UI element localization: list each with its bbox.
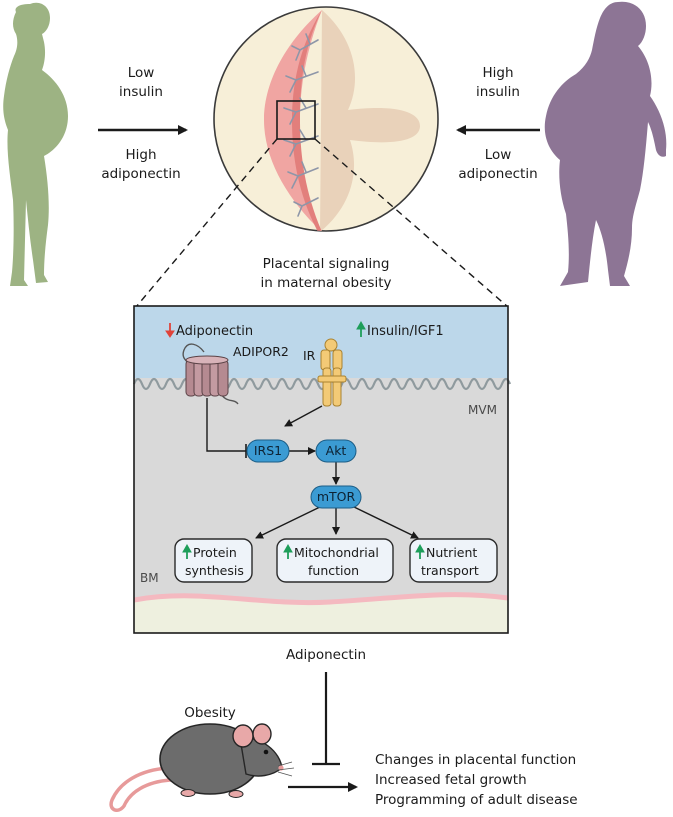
irs1-label: IRS1 [254,443,282,458]
mtor-to-protein-arrow [255,505,323,539]
adipor2-label: ADIPOR2 [233,344,289,359]
left-adiponectin-word: adiponectin [101,166,181,182]
adiponectin-down-arrow-icon [165,323,175,338]
outcome-fetal-growth: Increased fetal growth [375,772,527,788]
insulin-panel-label: Insulin/IGF1 [367,324,444,339]
protein-line2: synthesis [185,563,244,578]
mito-up-arrow-icon [283,543,293,559]
left-condition-labels: Low insulin High adiponectin [96,64,186,184]
mtor-to-nutrient-arrow [351,505,419,539]
left-insulin-word: insulin [119,84,163,100]
right-adiponectin-level: Low [484,147,512,163]
protein-line1: Protein [193,545,237,560]
nutrient-line1: Nutrient [426,545,477,560]
mito-line2: function [308,563,359,578]
mitochondrial-function-box [276,538,394,583]
protein-up-arrow-icon [182,543,192,559]
caption-line1: Placental signaling [262,256,390,272]
adipor2-inhibits-irs1 [206,398,246,452]
zoom-line-right [314,138,509,308]
ir-to-irs1-arrow [284,405,323,427]
obese-pregnant-woman-silhouette [544,1,667,286]
zoom-box [276,100,316,140]
right-insulin-level: High [482,65,514,81]
nutrient-up-arrow-icon [415,543,425,559]
obesity-label: Obesity [184,705,236,721]
right-insulin-word: insulin [476,84,520,100]
right-adiponectin-word: adiponectin [458,166,538,182]
mtor-node-shape [310,485,362,509]
ir-label: IR [303,348,316,363]
insulin-up-arrow-icon [356,320,366,337]
akt-label: Akt [326,443,347,458]
mtor-label: mTOR [317,489,356,504]
protein-synthesis-box [174,538,253,583]
mito-line1: Mitochondrial [294,545,379,560]
caption-line2: in maternal obesity [260,275,392,291]
right-condition-labels: High insulin Low adiponectin [453,64,543,184]
irs1-node-shape [246,439,290,463]
akt-node-shape [315,439,357,463]
adiponectin-bottom-label: Adiponectin [285,647,367,663]
mvm-label: MVM [468,403,497,417]
outcome-list: Changes in placental function Increased … [375,750,670,810]
insulin-receptor [317,338,347,407]
adipor2-receptor [182,343,239,405]
adiponectin-panel-label: Adiponectin [176,324,253,339]
nutrient-transport-box [409,538,498,583]
nutrient-line2: transport [421,563,479,578]
lean-pregnant-woman-silhouette [3,2,68,287]
placenta-illustration [213,6,439,232]
left-adiponectin-level: High [125,147,157,163]
obese-mouse-illustration [109,723,295,812]
bm-label: BM [140,571,159,585]
left-insulin-level: Low [127,65,155,81]
placental-signaling-caption: Placental signaling in maternal obesity [220,255,432,293]
outcome-adult-disease: Programming of adult disease [375,792,578,808]
outcome-placental-function: Changes in placental function [375,752,577,768]
zoom-line-left [135,138,278,308]
